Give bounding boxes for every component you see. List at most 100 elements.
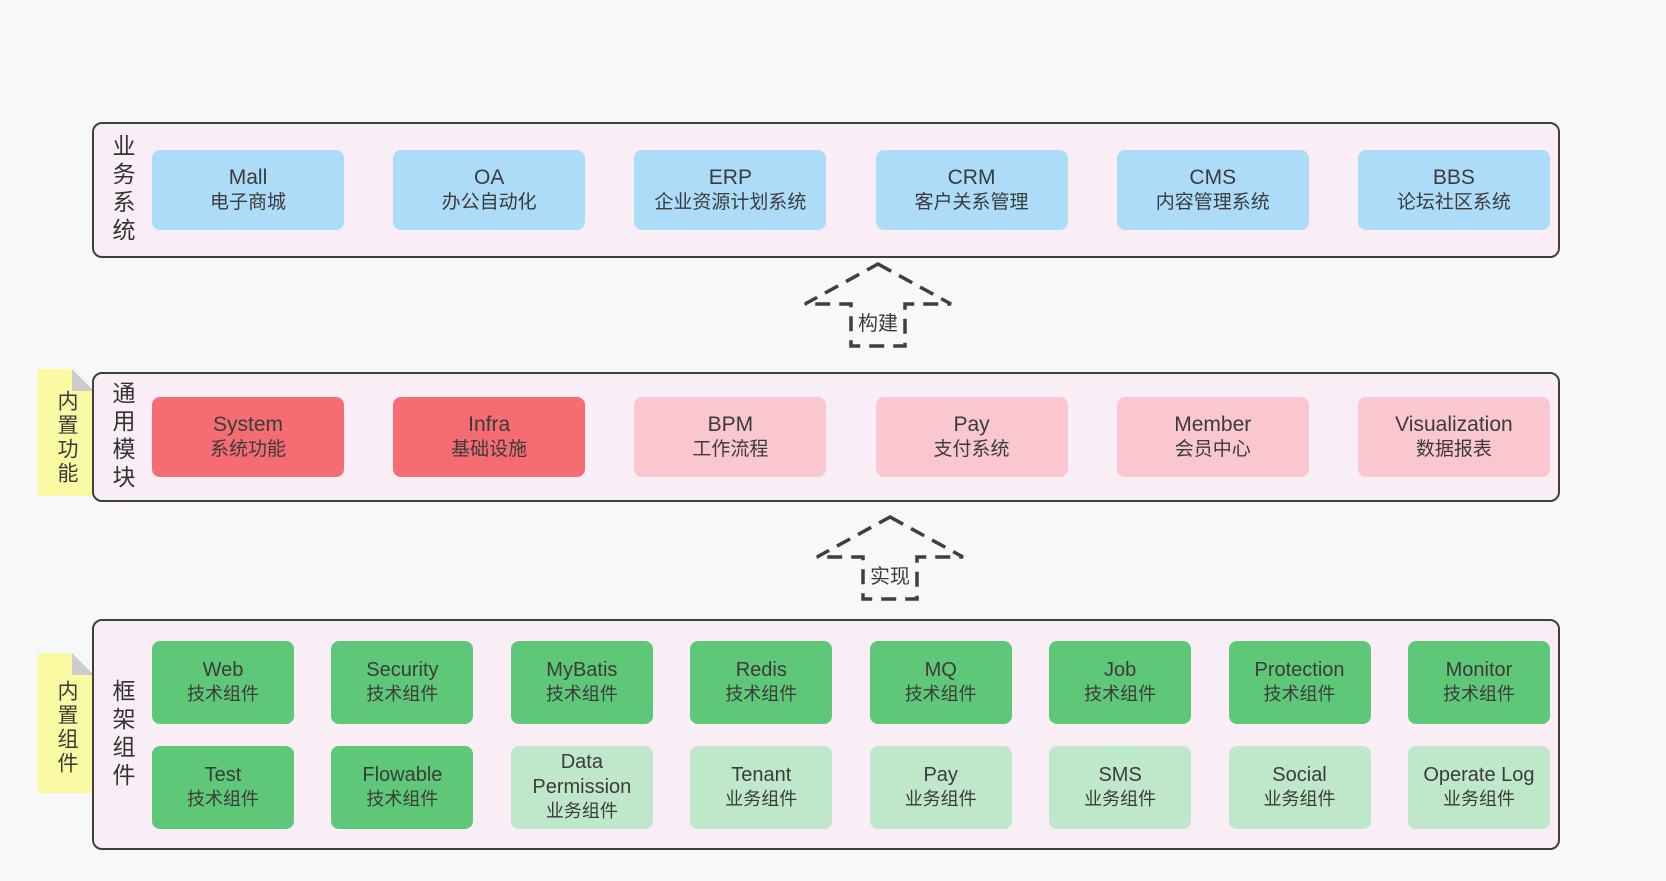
sticky-note-text: 内置组件	[55, 680, 78, 776]
box-title: MyBatis	[546, 658, 618, 681]
box-security: Security 技术组件	[331, 640, 474, 724]
box-subtitle: 技术组件	[904, 683, 977, 704]
layer-label-common-modules: 通用模块	[109, 381, 135, 493]
box-subtitle: 技术组件	[366, 788, 439, 809]
box-title: Monitor	[1445, 658, 1513, 681]
box-row: Web 技术组件 Security 技术组件 MyBatis 技术组件 Redi…	[152, 640, 1550, 724]
arrow-implement: 实现	[815, 514, 965, 602]
block-arrow-up-icon	[816, 515, 964, 601]
box-infra: Infra 基础设施	[393, 397, 586, 477]
sticky-note-text: 内置功能	[55, 389, 78, 486]
layer-common-modules: 通用模块 System 系统功能 Infra 基础设施 BPM 工作流程 Pay…	[92, 372, 1560, 502]
box-subtitle: 技术组件	[725, 683, 798, 704]
box-title: Pay	[953, 413, 990, 436]
box-subtitle: 内容管理系统	[1155, 192, 1270, 214]
box-subtitle: 支付系统	[933, 439, 1010, 461]
box-subtitle: 业务组件	[904, 788, 977, 809]
box-member: Member 会员中心	[1116, 397, 1309, 477]
box-social: Social 业务组件	[1228, 745, 1371, 829]
box-tenant: Tenant 业务组件	[690, 745, 833, 829]
box-erp: ERP 企业资源计划系统	[634, 150, 827, 230]
box-test: Test 技术组件	[152, 745, 294, 829]
box-row: Mall 电子商城 OA 办公自动化 ERP 企业资源计划系统 CRM 客户关系…	[152, 150, 1550, 230]
box-title: Job	[1103, 658, 1137, 681]
box-visualization: Visualization 数据报表	[1357, 397, 1550, 477]
box-title: Pay	[923, 763, 958, 786]
box-job: Job 技术组件	[1049, 640, 1192, 724]
box-title: Member	[1174, 413, 1252, 436]
box-title: Visualization	[1395, 413, 1513, 436]
box-operate-log: Operate Log 业务组件	[1407, 745, 1550, 829]
box-title: Operate Log	[1423, 763, 1535, 786]
folded-corner-icon	[72, 369, 94, 391]
box-subtitle: 技术组件	[1442, 683, 1515, 704]
box-title: BPM	[707, 413, 754, 436]
box-redis: Redis 技术组件	[690, 640, 833, 724]
box-row: System 系统功能 Infra 基础设施 BPM 工作流程 Pay 支付系统…	[152, 397, 1550, 477]
box-subtitle: 企业资源计划系统	[654, 192, 807, 214]
box-subtitle: 业务组件	[1084, 788, 1157, 809]
layer-label-framework-components: 框架组件	[109, 678, 135, 791]
box-title: ERP	[708, 166, 752, 189]
layer-content: Web 技术组件 Security 技术组件 MyBatis 技术组件 Redi…	[152, 621, 1550, 848]
box-bbs: BBS 论坛社区系统	[1357, 150, 1550, 230]
box-subtitle: 技术组件	[1084, 683, 1157, 704]
box-mybatis: MyBatis 技术组件	[510, 640, 653, 724]
box-subtitle: 办公自动化	[441, 192, 537, 214]
box-title: OA	[474, 166, 505, 189]
box-title: SMS	[1098, 763, 1142, 786]
box-protection: Protection 技术组件	[1228, 640, 1371, 724]
box-mall: Mall 电子商城	[152, 150, 344, 230]
box-subtitle: 论坛社区系统	[1396, 192, 1511, 214]
box-title: Security	[366, 658, 439, 681]
box-subtitle: 技术组件	[366, 683, 439, 704]
box-subtitle: 工作流程	[692, 439, 769, 461]
box-mq: MQ 技术组件	[869, 640, 1012, 724]
arrow-label: 实现	[867, 560, 913, 589]
layer-content: System 系统功能 Infra 基础设施 BPM 工作流程 Pay 支付系统…	[152, 374, 1550, 500]
layer-framework-components: 框架组件 Web 技术组件 Security 技术组件 MyBatis 技术组件…	[92, 619, 1560, 850]
box-title: Web	[202, 658, 244, 681]
box-web: Web 技术组件	[152, 640, 294, 724]
arrow-label: 构建	[855, 307, 901, 336]
box-title: Test	[204, 763, 242, 786]
box-bpm: BPM 工作流程	[634, 397, 827, 477]
box-title: Protection	[1254, 658, 1345, 681]
layer-label-business-systems: 业务系统	[109, 134, 135, 246]
box-subtitle: 电子商城	[209, 192, 286, 214]
box-subtitle: 业务组件	[545, 801, 618, 822]
box-data-permission: Data Permission 业务组件	[510, 745, 653, 829]
box-oa: OA 办公自动化	[393, 150, 586, 230]
box-crm: CRM 客户关系管理	[875, 150, 1068, 230]
box-title: Infra	[468, 413, 511, 436]
box-title: BBS	[1432, 166, 1475, 189]
box-system: System 系统功能	[152, 397, 344, 477]
box-monitor: Monitor 技术组件	[1407, 640, 1550, 724]
box-row: Test 技术组件 Flowable 技术组件 Data Permission …	[152, 745, 1550, 829]
box-subtitle: 技术组件	[545, 683, 618, 704]
box-title: CMS	[1189, 166, 1237, 189]
box-subtitle: 会员中心	[1174, 439, 1251, 461]
box-subtitle: 技术组件	[1263, 683, 1336, 704]
box-subtitle: 系统功能	[209, 439, 286, 461]
layer-content: Mall 电子商城 OA 办公自动化 ERP 企业资源计划系统 CRM 客户关系…	[152, 124, 1550, 256]
block-arrow-up-icon	[804, 262, 952, 348]
box-pay-module: Pay 支付系统	[875, 397, 1068, 477]
box-title: Flowable	[362, 763, 443, 786]
box-flowable: Flowable 技术组件	[331, 745, 474, 829]
sticky-note-built-in-features: 内置功能	[38, 369, 94, 496]
box-pay-component: Pay 业务组件	[869, 745, 1012, 829]
box-subtitle: 技术组件	[187, 788, 259, 809]
box-title: System	[212, 413, 283, 436]
box-subtitle: 技术组件	[187, 683, 259, 704]
sticky-note-built-in-components: 内置组件	[38, 653, 94, 793]
layer-business-systems: 业务系统 Mall 电子商城 OA 办公自动化 ERP 企业资源计划系统 CRM…	[92, 122, 1560, 258]
box-cms: CMS 内容管理系统	[1116, 150, 1309, 230]
box-subtitle: 业务组件	[1263, 788, 1336, 809]
box-subtitle: 数据报表	[1415, 439, 1492, 461]
box-subtitle: 业务组件	[725, 788, 798, 809]
box-sms: SMS 业务组件	[1049, 745, 1192, 829]
box-title: Data Permission	[532, 751, 632, 799]
box-title: Redis	[735, 658, 787, 681]
box-subtitle: 基础设施	[451, 439, 528, 461]
